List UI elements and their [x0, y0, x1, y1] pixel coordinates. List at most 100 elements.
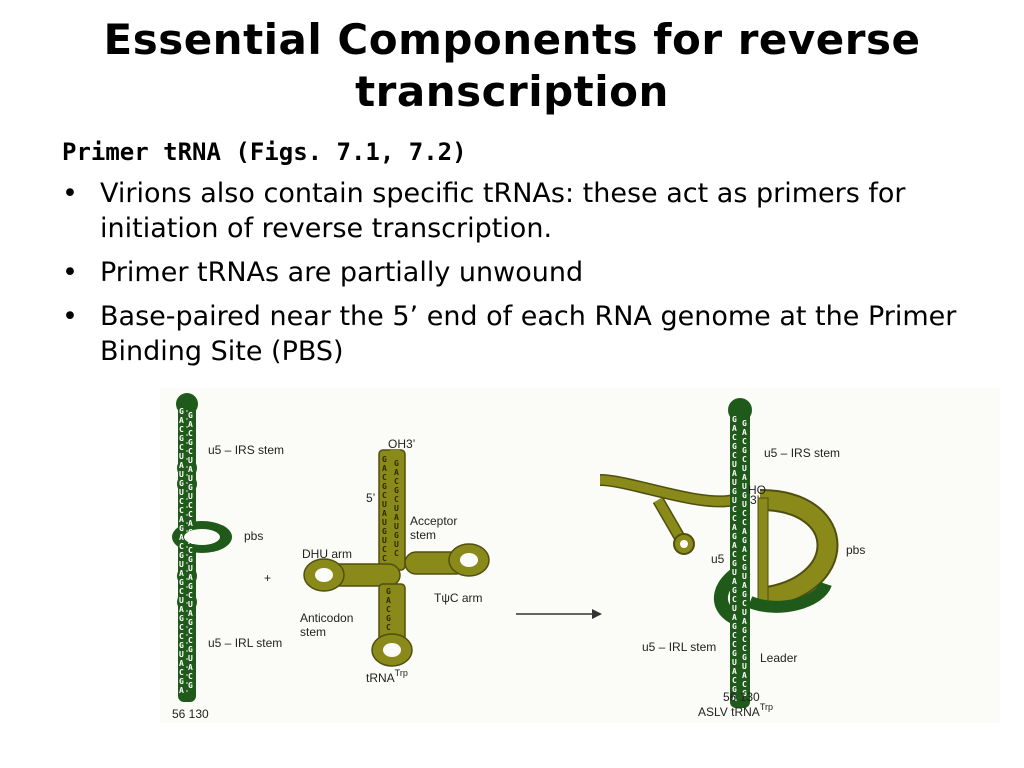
- nucleotide-glyph: A: [179, 686, 184, 695]
- nucleotide-glyph: U: [179, 452, 184, 461]
- nucleotide-glyph: U: [188, 564, 193, 573]
- nucleotide-glyph: A: [742, 581, 747, 590]
- dhu-loop-hole: [315, 568, 333, 582]
- u5-bulge: [713, 561, 751, 627]
- nucleotide-glyph: G: [386, 587, 391, 596]
- nucleotide-glyph: A: [179, 569, 184, 578]
- nucleotide-glyph: G: [179, 641, 184, 650]
- nucleotide-glyph: G: [732, 532, 737, 541]
- nucleotide-glyph: G: [394, 486, 399, 495]
- figure-background: [160, 388, 1000, 723]
- nucleotide-glyph: G: [386, 614, 391, 623]
- nucleotide-glyph: G: [179, 578, 184, 587]
- nucleotide-glyph: C: [179, 443, 184, 452]
- nucleotide-glyph: A: [732, 694, 737, 703]
- nucleotide-glyph: G: [188, 618, 193, 627]
- nucleotide-glyph: U: [188, 456, 193, 465]
- nucleotide-glyph: U: [394, 540, 399, 549]
- nucleotide-glyph: A: [179, 515, 184, 524]
- nucleotide-glyph: A: [742, 428, 747, 437]
- title-line-1: Essential Components for reverse: [103, 15, 921, 64]
- pbs-loop-hole: [184, 529, 220, 545]
- plus-sign: +: [264, 571, 271, 585]
- nucleotide-glyph: C: [386, 623, 391, 632]
- nucleotide-glyph: G: [742, 536, 747, 545]
- trna-arc: [758, 491, 837, 607]
- nucleotide-glyph: C: [732, 631, 737, 640]
- nucleotide-glyph: G: [742, 563, 747, 572]
- nucleotide-glyph: G: [188, 582, 193, 591]
- label-dhu-arm: DHU arm: [302, 547, 352, 561]
- nucleotide-glyph: C: [742, 509, 747, 518]
- nucleotide-glyph: C: [179, 497, 184, 506]
- nucleotide-glyph: G: [742, 446, 747, 455]
- label-numbers: 56 130: [172, 707, 209, 721]
- nucleotide-glyph: A: [179, 533, 184, 542]
- nucleotide-glyph: U: [179, 560, 184, 569]
- complex-letters: GACGCUAUGUCCAGACGUAGCUAGCCGUACGAGACGCUAU…: [732, 415, 747, 703]
- nucleotide-glyph: A: [742, 527, 747, 536]
- nucleotide-glyph: U: [179, 470, 184, 479]
- nucleotide-glyph: G: [732, 622, 737, 631]
- nucleotide-glyph: U: [742, 464, 747, 473]
- genome-stem-left: GACGCUAUGUCCAGACGUAGCUAGCCGUACGAGACGCUAU…: [172, 393, 232, 702]
- nucleotide-glyph: C: [382, 545, 387, 554]
- label-ho: HO: [748, 483, 766, 497]
- nucleotide-glyph: C: [179, 668, 184, 677]
- trna-branch: [654, 497, 684, 541]
- nucleotide-glyph: C: [742, 680, 747, 689]
- nucleotide-glyph: U: [742, 572, 747, 581]
- label-leader: Leader: [760, 651, 797, 665]
- label-pbs-right: pbs: [846, 543, 865, 557]
- label-irs-stem-right: u5 – IRS stem: [764, 446, 840, 460]
- nucleotide-glyph: G: [179, 479, 184, 488]
- nucleotide-glyph: G: [188, 555, 193, 564]
- nucleotide-glyph: G: [742, 626, 747, 635]
- nucleotide-glyph: C: [394, 495, 399, 504]
- nucleotide-glyph: C: [732, 595, 737, 604]
- nucleotide-glyph: G: [732, 487, 737, 496]
- bullet-dot: •: [62, 257, 78, 288]
- nucleotide-glyph: U: [732, 496, 737, 505]
- nucleotide-glyph: G: [188, 438, 193, 447]
- nucleotide-glyph: C: [188, 447, 193, 456]
- nucleotide-glyph: A: [179, 461, 184, 470]
- nucleotide-glyph: A: [188, 420, 193, 429]
- label-u5: u5: [711, 552, 725, 566]
- nucleotide-glyph: G: [742, 689, 747, 698]
- label-three-prime: 3’: [750, 493, 759, 507]
- nucleotide-glyph: G: [179, 677, 184, 686]
- nucleotide-glyph: G: [179, 614, 184, 623]
- nucleotide-glyph: C: [188, 501, 193, 510]
- nucleotide-glyph: U: [742, 608, 747, 617]
- nucleotide-glyph: G: [742, 653, 747, 662]
- top-loop-right: [728, 398, 752, 422]
- nucleotide-glyph: G: [188, 645, 193, 654]
- arrow-head: [592, 609, 602, 619]
- bullet-text: Primer tRNAs are partially unwound: [100, 257, 584, 288]
- nucleotide-glyph: C: [382, 491, 387, 500]
- label-trna: tRNATrp: [366, 668, 408, 685]
- label-irl-stem-right: u5 – IRL stem: [642, 640, 716, 654]
- nucleotide-glyph: G: [732, 415, 737, 424]
- nucleotide-glyph: A: [382, 464, 387, 473]
- nucleotide-glyph: A: [742, 545, 747, 554]
- label-five-prime: 5’: [366, 491, 375, 505]
- tpsic-loop-hole: [460, 553, 478, 567]
- label-acceptor: Acceptor: [410, 514, 457, 528]
- nucleotide-glyph: C: [188, 636, 193, 645]
- trna-arm: [599, 475, 736, 506]
- nucleotide-glyph: G: [732, 442, 737, 451]
- nucleotide-glyph: A: [188, 537, 193, 546]
- nucleotide-glyph: C: [742, 599, 747, 608]
- nucleotide-glyph: C: [742, 644, 747, 653]
- nucleotide-glyph: C: [732, 451, 737, 460]
- bullet-item: • Virions also contain specific tRNAs: t…: [62, 176, 1002, 246]
- nucleotide-glyph: A: [732, 667, 737, 676]
- bullet-text: Virions also contain specific tRNAs: the…: [100, 178, 906, 244]
- nucleotide-glyph: A: [742, 617, 747, 626]
- nucleotide-glyph: A: [732, 469, 737, 478]
- nucleotide-glyph: U: [732, 604, 737, 613]
- nucleotide-glyph: U: [742, 662, 747, 671]
